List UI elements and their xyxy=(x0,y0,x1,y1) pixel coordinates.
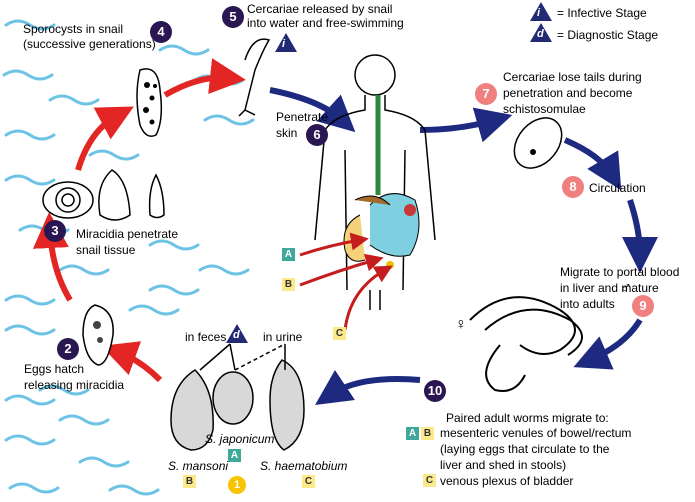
migrate-label-line1: Migrate to portal blood xyxy=(560,265,680,279)
paired-worms-label-line1: Paired adult worms migrate to: xyxy=(446,411,609,425)
s-haematobium-label: S. haematobium xyxy=(260,459,348,473)
step-8-badge: 8 xyxy=(562,176,584,198)
red-arrows xyxy=(32,58,246,383)
site-arrows xyxy=(299,232,393,331)
step-9-badge: 9 xyxy=(632,295,654,317)
s-mansoni-site-b: B xyxy=(183,475,196,488)
paired-site-b: B xyxy=(421,427,434,440)
migrate-label-line3: into adults xyxy=(560,297,615,311)
site-c-marker: C xyxy=(333,327,346,340)
miracidia-label-line2: snail tissue xyxy=(76,243,136,257)
circulation-label: Circulation xyxy=(589,181,646,195)
cercaria-illustration xyxy=(238,38,271,117)
diagnostic-stage-legend-label: = Diagnostic Stage xyxy=(557,28,659,42)
paired-site-a: A xyxy=(406,427,419,440)
sporocyst-illustration xyxy=(136,68,163,137)
lose-tails-label-line2: penetration and become xyxy=(503,86,633,100)
lose-tails-label-line3: schistosomulae xyxy=(503,102,586,116)
step-1-badge: 1 xyxy=(228,476,246,494)
s-japonicum-label: S. japonicum xyxy=(205,432,275,446)
step-5-badge: 5 xyxy=(222,6,244,28)
in-urine-label: in urine xyxy=(263,330,303,344)
paired-worms-label-line4: liver and shed in stools) xyxy=(440,458,567,472)
in-feces-label: in feces xyxy=(185,330,227,344)
sporocysts-label-line1: Sporocysts in snail xyxy=(23,22,124,36)
migrate-label-line2: in liver and mature xyxy=(560,281,659,295)
schistosomulum-illustration xyxy=(513,117,563,169)
diagnostic-stage-marker-eggs: d xyxy=(226,324,248,343)
site-b-marker: B xyxy=(282,278,295,291)
paired-worms-label-line2: mesenteric venules of bowel/rectum xyxy=(440,426,632,440)
feces-urine-brackets xyxy=(199,343,286,371)
cercariae-label-line1: Cercariae released by snail xyxy=(247,2,393,16)
step-10-badge: 10 xyxy=(424,380,446,402)
eggs-hatch-label-line1: Eggs hatch xyxy=(24,362,85,376)
diagnostic-stage-marker: d xyxy=(530,23,552,42)
step-6-badge: 6 xyxy=(306,124,328,146)
water-waves xyxy=(2,19,255,496)
male-symbol: ♂ xyxy=(620,280,632,297)
s-japonicum-site-a: A xyxy=(228,449,241,462)
step-4-badge: 4 xyxy=(150,21,172,43)
s-haematobium-site-c: C xyxy=(302,475,315,488)
miracidia-label-line1: Miracidia penetrate xyxy=(76,227,179,241)
sporocysts-label-line2: (successive generations) xyxy=(23,37,156,51)
paired-worms-label-line3: (laying eggs that circulate to the xyxy=(440,442,610,456)
infective-stage-legend-label: = Infective Stage xyxy=(557,6,647,20)
lose-tails-label-line1: Cercariae lose tails during xyxy=(503,70,642,84)
site-a-marker: A xyxy=(282,248,295,261)
female-symbol: ♀ xyxy=(455,316,467,333)
blue-arrows xyxy=(269,87,658,405)
penetrate-label-line1: Penetrate xyxy=(276,110,329,124)
step-2-badge: 2 xyxy=(57,338,79,360)
paired-worms-label-line5: venous plexus of bladder xyxy=(440,474,574,488)
s-mansoni-label: S. mansoni xyxy=(168,459,229,473)
snails-illustration xyxy=(42,169,165,221)
adult-worms-illustration xyxy=(469,296,583,392)
miracidium-illustration xyxy=(82,304,114,366)
paired-site-c: C xyxy=(423,474,436,487)
infective-stage-marker-step5: i xyxy=(275,33,297,52)
eggs-hatch-label-line2: releasing miracidia xyxy=(24,378,125,392)
cercariae-label-line2: into water and free-swimming xyxy=(247,16,404,30)
digestive-tract xyxy=(343,95,420,269)
penetrate-label-line2: skin xyxy=(276,126,298,140)
eggs-illustration xyxy=(170,359,305,451)
step-7-badge: 7 xyxy=(475,83,497,105)
infective-stage-marker: i xyxy=(530,2,552,21)
step-3-badge: 3 xyxy=(44,220,66,242)
